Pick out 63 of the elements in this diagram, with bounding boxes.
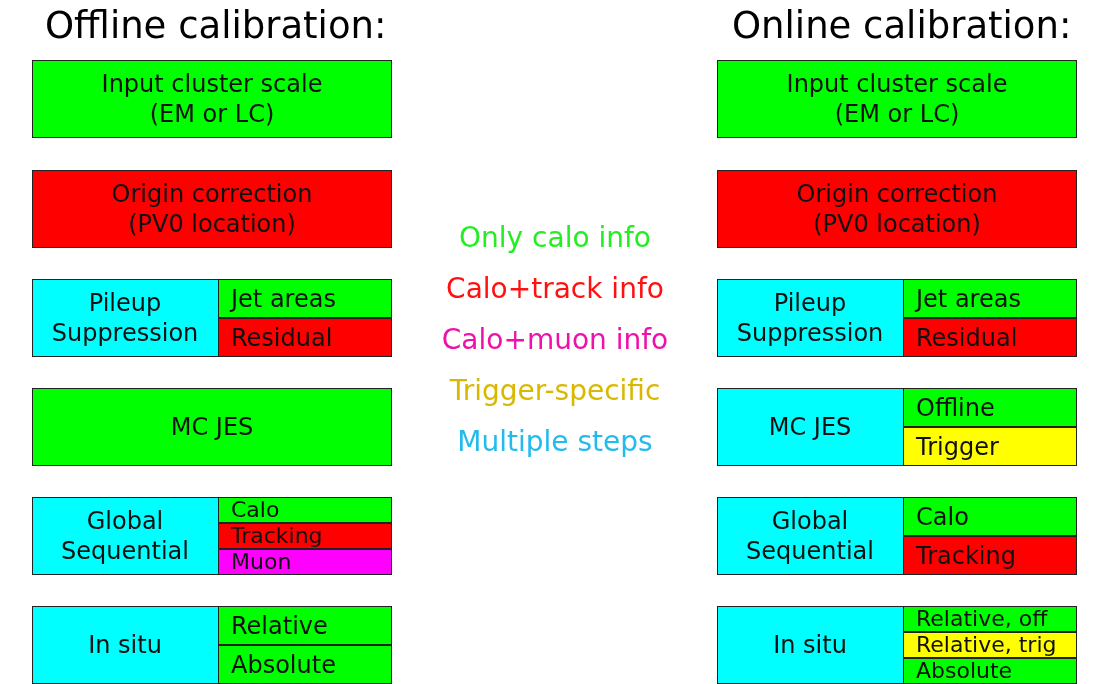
sub-step-box bbox=[218, 549, 392, 575]
sub-step-box bbox=[903, 279, 1077, 318]
sub-step-label: Residual bbox=[916, 325, 1018, 350]
sub-step-box bbox=[218, 497, 392, 523]
sub-step-box bbox=[218, 606, 392, 645]
sub-step-label: Absolute bbox=[231, 652, 336, 677]
sub-step-label: Jet areas bbox=[231, 286, 336, 311]
step-label: Global Sequential bbox=[60, 506, 190, 566]
sub-step-box bbox=[903, 658, 1077, 684]
step-label: Origin correction (PV0 location) bbox=[795, 179, 999, 239]
sub-step-box bbox=[218, 279, 392, 318]
step-label: Pileup Suppression bbox=[50, 288, 200, 348]
step-box bbox=[32, 497, 392, 575]
sub-step-box bbox=[903, 606, 1077, 632]
legend-entry: Calo+track info bbox=[446, 272, 664, 305]
sub-step-label: Offline bbox=[916, 395, 995, 420]
sub-step-label: Jet areas bbox=[916, 286, 1021, 311]
sub-step-box bbox=[903, 536, 1077, 575]
step-label: Pileup Suppression bbox=[735, 288, 885, 348]
step-box bbox=[717, 497, 1077, 575]
legend-entry: Calo+muon info bbox=[441, 323, 669, 356]
sub-step-label: Relative, off bbox=[916, 608, 1048, 630]
step-box bbox=[32, 170, 392, 248]
step-label: In situ bbox=[88, 630, 162, 660]
sub-step-label: Calo bbox=[916, 504, 969, 529]
sub-step-label: Relative, trig bbox=[916, 634, 1057, 656]
legend-entry: Trigger-specific bbox=[449, 374, 661, 407]
sub-step-box bbox=[903, 427, 1077, 466]
sub-step-label: Calo bbox=[231, 499, 280, 521]
step-label: Origin correction (PV0 location) bbox=[110, 179, 314, 239]
sub-step-box bbox=[903, 388, 1077, 427]
sub-step-box bbox=[903, 497, 1077, 536]
step-box bbox=[717, 60, 1077, 138]
sub-step-box bbox=[218, 523, 392, 549]
sub-step-label: Residual bbox=[231, 325, 333, 350]
sub-step-label: Muon bbox=[231, 551, 292, 573]
step-box bbox=[32, 279, 392, 357]
step-label: Input cluster scale (EM or LC) bbox=[785, 69, 1009, 129]
sub-step-box bbox=[903, 632, 1077, 658]
legend-entry: Multiple steps bbox=[457, 425, 653, 458]
step-box bbox=[717, 279, 1077, 357]
step-box bbox=[32, 388, 392, 466]
sub-step-box bbox=[218, 318, 392, 357]
sub-step-label: Trigger bbox=[916, 434, 999, 459]
step-box bbox=[32, 60, 392, 138]
step-label: In situ bbox=[773, 630, 847, 660]
sub-step-label: Tracking bbox=[231, 525, 323, 547]
sub-step-box bbox=[218, 645, 392, 684]
sub-step-box bbox=[903, 318, 1077, 357]
step-box bbox=[32, 606, 392, 684]
step-label: MC JES bbox=[768, 412, 852, 442]
sub-step-label: Relative bbox=[231, 613, 328, 638]
step-box bbox=[717, 606, 1077, 684]
step-label: Input cluster scale (EM or LC) bbox=[100, 69, 324, 129]
step-label: Global Sequential bbox=[745, 506, 875, 566]
step-box bbox=[717, 170, 1077, 248]
sub-step-label: Absolute bbox=[916, 660, 1013, 682]
sub-step-label: Tracking bbox=[916, 543, 1016, 568]
step-label: MC JES bbox=[170, 412, 254, 442]
step-box bbox=[717, 388, 1077, 466]
column-heading: Online calibration: bbox=[732, 4, 1072, 47]
legend-entry: Only calo info bbox=[459, 221, 651, 254]
column-heading: Offline calibration: bbox=[45, 4, 387, 47]
